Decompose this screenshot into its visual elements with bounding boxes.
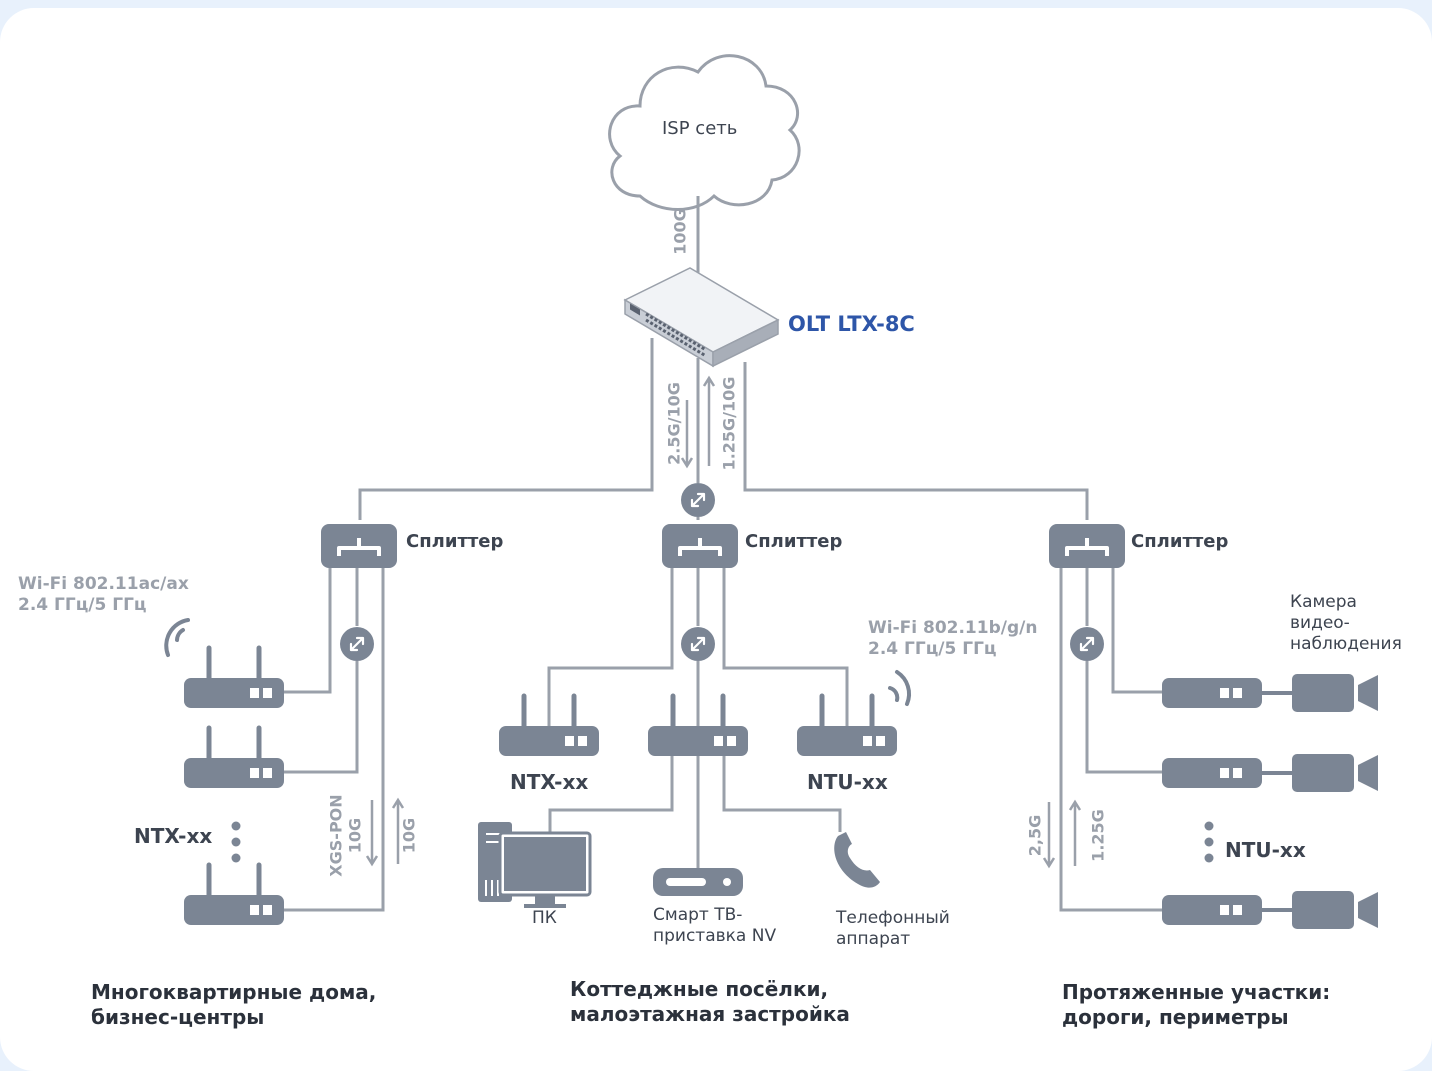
section-title-right-line2: дороги, периметры <box>1062 1005 1289 1029</box>
left-branch-lines <box>284 568 385 912</box>
section-title-left-line2: бизнес-центры <box>91 1005 265 1029</box>
device-label-middle-right: NTU-xx <box>807 770 888 794</box>
olt-ports <box>645 312 707 358</box>
right-branch-lines <box>1059 568 1162 912</box>
olt-name: OLT LTX-8C <box>788 312 915 336</box>
splitter-label-center: Сплиттер <box>745 531 843 552</box>
trunk-lines <box>358 338 1089 520</box>
cloud-label: ISP сеть <box>662 118 738 139</box>
wdm-icon-right <box>1068 625 1106 663</box>
camera-icon-2 <box>1292 754 1378 792</box>
pc-icon <box>478 822 592 908</box>
wifi-label-left-line1: Wi-Fi 802.11ac/ax <box>18 574 189 594</box>
more-dots-icon-right <box>1204 821 1214 863</box>
device-label-middle-left: NTX-xx <box>510 770 589 794</box>
stb-icon <box>653 868 743 896</box>
more-dots-icon-left <box>231 821 241 863</box>
ntu-camera-links <box>1262 691 1292 912</box>
router-icon-left-2 <box>184 728 284 788</box>
wdm-icon-left <box>338 625 376 663</box>
center-down-label: 2.5G/10G <box>664 382 684 465</box>
section-title-left-line1: Многоквартирные дома, <box>91 980 377 1004</box>
camera-label-line3: наблюдения <box>1290 634 1402 654</box>
cloud-icon <box>608 54 801 211</box>
center-link-arrows <box>680 375 716 469</box>
stb-label-line2: приставка NV <box>653 926 777 946</box>
camera-icon-3 <box>1292 891 1378 929</box>
right-link-arrows <box>1042 799 1082 869</box>
splitter-icon-center <box>660 522 740 570</box>
pc-label: ПК <box>532 908 557 928</box>
router-icon-left-3 <box>184 865 284 925</box>
camera-icon-1 <box>1292 674 1378 712</box>
section-title-middle-line1: Коттеджные посёлки, <box>570 977 829 1001</box>
splitter-label-right: Сплиттер <box>1131 531 1229 552</box>
pon-label: XGS-PON <box>326 794 346 877</box>
phone-icon <box>834 832 880 888</box>
phone-label-line2: аппарат <box>836 929 911 949</box>
wifi-icon-middle <box>888 670 911 706</box>
device-label-right: NTU-xx <box>1225 838 1306 862</box>
phone-label-line1: Телефонный <box>836 908 950 928</box>
ntu-icon-right-3 <box>1162 895 1262 925</box>
left-pon-arrows <box>365 797 405 867</box>
middle-branch-lines <box>547 568 849 868</box>
camera-label-line1: Камера <box>1290 592 1357 612</box>
center-up-label: 1.25G/10G <box>719 376 739 471</box>
wdm-icon-center-top <box>679 481 717 519</box>
splitter-label-left: Сплиттер <box>406 531 504 552</box>
wifi-icon-left <box>164 618 190 657</box>
right-up-label: 1.25G <box>1088 809 1108 862</box>
wdm-icon-center <box>679 625 717 663</box>
wifi-label-middle-line2: 2.4 ГГц/5 ГГц <box>868 639 997 659</box>
olt-device-icon <box>623 267 780 368</box>
camera-label-line2: видео- <box>1290 613 1350 633</box>
device-label-left: NTX-xx <box>134 824 213 848</box>
wifi-label-left-line2: 2.4 ГГц/5 ГГц <box>18 595 147 615</box>
splitter-icon-right <box>1047 522 1127 570</box>
left-down-label: 10G <box>345 817 365 854</box>
router-icon-left-1 <box>184 648 284 708</box>
uplink-speed-label: 100G <box>670 208 690 255</box>
ntu-icon-right-1 <box>1162 678 1262 708</box>
splitter-icon-left <box>319 522 399 570</box>
left-up-label: 10G <box>399 817 419 854</box>
right-down-label: 2,5G <box>1025 814 1045 857</box>
section-title-right-line1: Протяженные участки: <box>1062 980 1331 1004</box>
wifi-label-middle-line1: Wi-Fi 802.11b/g/n <box>868 618 1038 638</box>
section-title-middle-line2: малоэтажная застройка <box>570 1002 850 1026</box>
stb-label-line1: Смарт ТВ- <box>653 905 743 925</box>
ntu-icon-right-2 <box>1162 758 1262 788</box>
